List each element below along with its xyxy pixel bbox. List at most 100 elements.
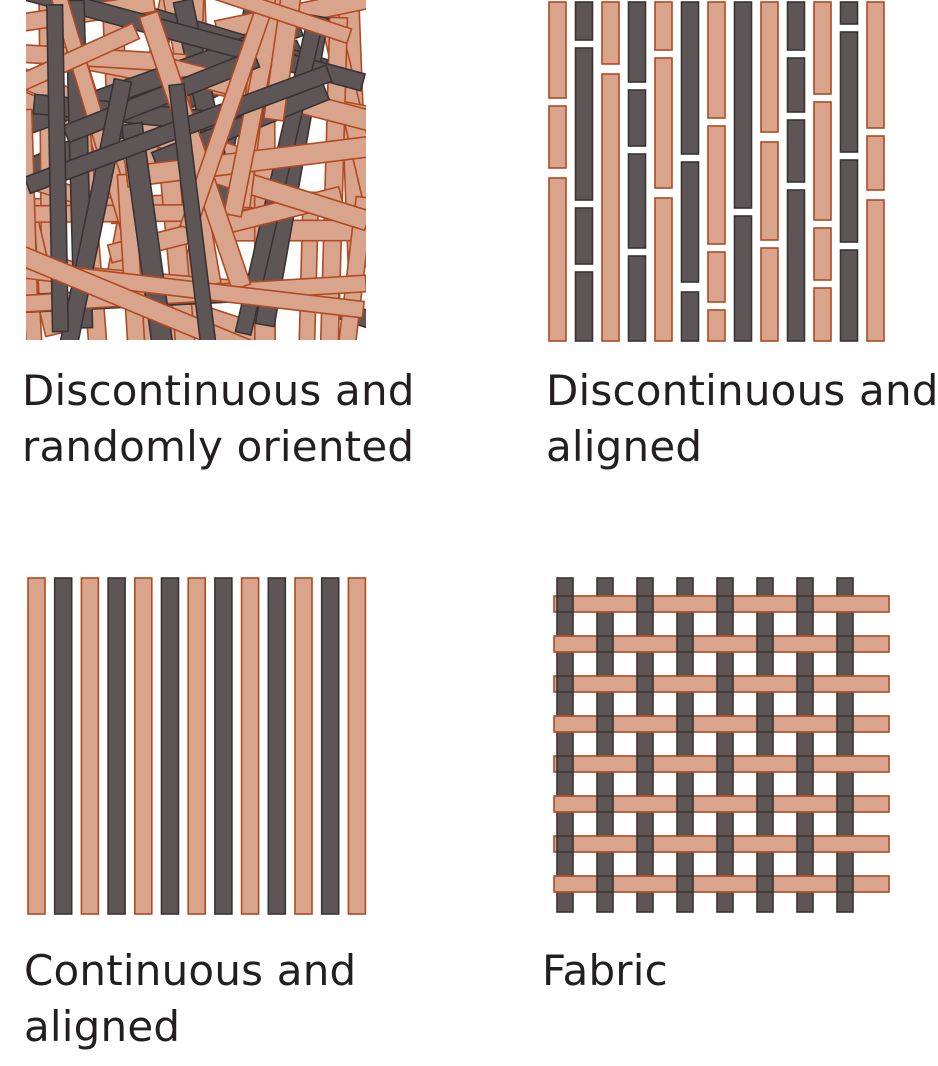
aligned-short-fiber — [680, 291, 700, 342]
fabric-warp-fiber — [556, 577, 574, 913]
aligned-short-fiber — [574, 47, 594, 201]
fabric-warp-crossover — [836, 795, 854, 813]
fabric-warp-crossover — [636, 755, 654, 773]
aligned-short-fiber — [707, 251, 726, 303]
aligned-short-fiber — [707, 1, 726, 119]
fabric-panel — [553, 577, 890, 913]
aligned-short-fiber — [548, 177, 567, 342]
continuous-fiber — [267, 577, 287, 915]
aligned-short-fiber — [548, 1, 567, 99]
aligned-short-fiber — [601, 1, 620, 65]
aligned-short-fiber — [654, 1, 673, 51]
fabric-warp-crossover — [556, 835, 574, 853]
aligned-short-fiber — [707, 125, 726, 245]
fabric-warp-crossover — [796, 595, 814, 613]
fabric-warp-crossover — [756, 715, 774, 733]
aligned-short-fiber — [839, 249, 859, 342]
aligned-short-fiber — [839, 1, 859, 25]
fabric-warp-fiber — [636, 577, 654, 913]
fabric-warp-fiber — [756, 577, 774, 913]
fabric-warp-crossover — [716, 835, 734, 853]
discontinuous-aligned-panel — [548, 1, 885, 342]
aligned-short-fiber — [813, 101, 832, 221]
fabric-warp-crossover — [556, 675, 574, 693]
aligned-short-fiber — [601, 73, 620, 342]
random-fiber — [331, 195, 366, 340]
aligned-short-fiber — [813, 1, 832, 95]
fabric-warp-fiber — [716, 577, 734, 913]
fabric-warp-crossover — [716, 755, 734, 773]
fabric-warp-crossover — [556, 595, 574, 613]
aligned-short-fiber — [680, 161, 700, 283]
caption-discontinuous-aligned-line-1: Discontinuous and — [546, 366, 938, 415]
aligned-short-fiber — [839, 31, 859, 153]
fabric-warp-fiber — [796, 577, 814, 913]
aligned-short-fiber — [574, 207, 594, 265]
aligned-short-fiber — [760, 247, 779, 342]
fabric-warp-crossover — [636, 595, 654, 613]
aligned-short-fiber — [707, 309, 726, 342]
fabric-warp-fiber — [676, 577, 694, 913]
aligned-short-fiber — [760, 141, 779, 241]
caption-discontinuous-aligned-line-2: aligned — [546, 422, 703, 471]
aligned-short-fiber — [654, 197, 673, 342]
aligned-short-fiber — [866, 1, 885, 129]
fabric-warp-crossover — [556, 755, 574, 773]
aligned-short-fiber — [786, 119, 806, 183]
aligned-short-fiber — [839, 159, 859, 243]
continuous-fiber — [214, 577, 233, 915]
aligned-short-fiber — [627, 1, 647, 83]
fabric-warp-crossover — [796, 755, 814, 773]
random-fiber — [46, 3, 70, 333]
aligned-short-fiber — [733, 1, 753, 209]
fabric-warp-crossover — [796, 675, 814, 693]
continuous-fiber — [160, 577, 180, 915]
fabric-warp-crossover — [836, 875, 854, 893]
fabric-weft-fiber — [553, 715, 890, 733]
fabric-warp-crossover — [756, 635, 774, 653]
fabric-warp-crossover — [796, 835, 814, 853]
fabric-warp-crossover — [636, 835, 654, 853]
continuous-fiber — [187, 577, 206, 915]
random-fiber — [144, 0, 353, 45]
caption-continuous-aligned-line-2: aligned — [24, 1002, 181, 1051]
aligned-short-fiber — [574, 271, 594, 342]
fabric-warp-crossover — [596, 715, 614, 733]
aligned-short-fiber — [627, 153, 647, 249]
random-fiber — [26, 22, 141, 132]
caption-discontinuous-aligned: Discontinuous and aligned — [546, 363, 938, 475]
caption-random: Discontinuous and randomly oriented — [22, 363, 415, 475]
continuous-fiber — [27, 577, 46, 915]
fabric-warp-crossover — [716, 595, 734, 613]
fabric-warp-crossover — [836, 715, 854, 733]
aligned-short-fiber — [786, 1, 806, 51]
fabric-warp-crossover — [756, 875, 774, 893]
random-fiber-panel — [26, 0, 366, 340]
fabric-warp-crossover — [756, 795, 774, 813]
caption-random-line-1: Discontinuous and — [22, 366, 415, 415]
fabric-warp-crossover — [676, 715, 694, 733]
fabric-warp-crossover — [676, 875, 694, 893]
aligned-short-fiber — [680, 1, 700, 155]
random-fiber — [319, 16, 349, 340]
fabric-warp-crossover — [596, 795, 614, 813]
aligned-short-fiber — [866, 135, 885, 191]
caption-continuous-aligned-line-1: Continuous and — [24, 946, 357, 995]
continuous-aligned-panel — [27, 577, 367, 915]
aligned-short-fiber — [760, 1, 779, 133]
fabric-warp-fiber — [836, 577, 854, 913]
fabric-warp-crossover — [676, 795, 694, 813]
fabric-warp-crossover — [596, 875, 614, 893]
fabric-warp-fiber — [596, 577, 614, 913]
aligned-short-fiber — [654, 57, 673, 189]
aligned-short-fiber — [813, 227, 832, 281]
caption-continuous-aligned: Continuous and aligned — [24, 943, 356, 1055]
continuous-fiber — [294, 577, 313, 915]
aligned-short-fiber — [733, 215, 753, 342]
continuous-fiber — [347, 577, 367, 915]
continuous-fiber — [240, 577, 260, 915]
fabric-warp-crossover — [636, 675, 654, 693]
random-fiber — [262, 0, 310, 122]
fabric-weft-fiber — [553, 795, 890, 813]
